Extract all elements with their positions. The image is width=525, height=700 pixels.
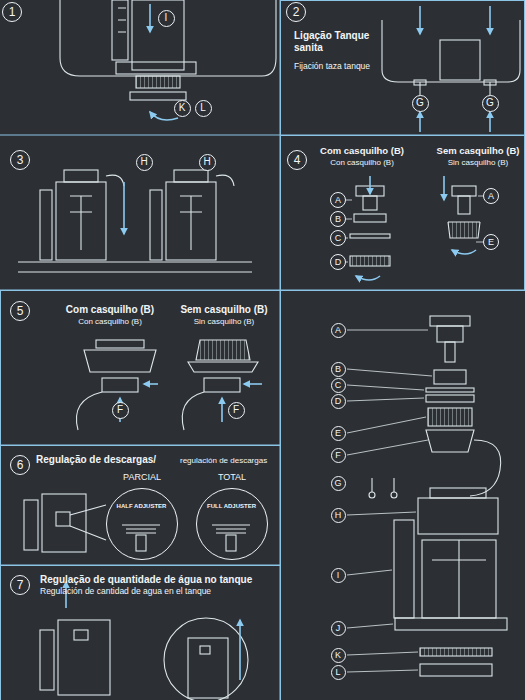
callout-text: A bbox=[335, 326, 341, 335]
panel-text: Sin casquilho (B) bbox=[433, 158, 523, 167]
panel-text: Con casquilho (B) bbox=[58, 317, 162, 326]
callout-text: C bbox=[335, 234, 342, 243]
callout-letter: J bbox=[331, 621, 346, 636]
magnifier-circle: FULL ADJUSTER bbox=[196, 488, 268, 560]
step-panel: Com casquilho (B)Con casquilho (B) Sem ca… bbox=[0, 290, 281, 446]
callout-letter: L bbox=[331, 665, 346, 680]
callout-letter: K bbox=[174, 100, 191, 117]
step-number: 6 bbox=[10, 455, 30, 475]
callout-letter: I bbox=[331, 568, 346, 583]
callout-text: D bbox=[335, 397, 342, 406]
callout-letter: A bbox=[483, 188, 499, 204]
panel-text: Sem casquilho (B) bbox=[172, 304, 276, 316]
callout-letter: A bbox=[330, 192, 346, 208]
callout-letter: B bbox=[330, 211, 346, 227]
panel-text: Sem casquilho (B) bbox=[433, 146, 523, 157]
panel-text: Regulación de cantidad de agua en el tan… bbox=[40, 587, 276, 597]
callout-text: J bbox=[336, 624, 341, 633]
callout-text: K bbox=[335, 651, 341, 660]
panel-text: TOTAL bbox=[202, 472, 262, 482]
callout-text: L bbox=[200, 103, 206, 113]
panel-text: Com casquilho (B) bbox=[58, 304, 162, 316]
callout-letter: L bbox=[195, 100, 212, 117]
panel-text: Fijación taza tanque bbox=[294, 62, 374, 72]
callout-letter: G bbox=[331, 476, 346, 491]
panel-text: Sin casquilho (B) bbox=[172, 317, 276, 326]
panel-text: regulación de descargas bbox=[180, 456, 267, 465]
callout-text: C bbox=[335, 381, 342, 390]
callout-text: 4 bbox=[294, 154, 301, 166]
callout-text: F bbox=[335, 451, 341, 460]
callout-letter: K bbox=[331, 648, 346, 663]
callout-text: B bbox=[335, 365, 341, 374]
callout-letter: B bbox=[331, 362, 346, 377]
callout-text: 3 bbox=[17, 154, 24, 166]
callout-letter: G bbox=[412, 95, 429, 112]
step-number: 1 bbox=[2, 2, 22, 22]
callout-letter: H bbox=[199, 154, 216, 171]
callout-letter: I bbox=[158, 10, 175, 27]
step-number: 4 bbox=[287, 150, 307, 170]
adjuster-label: HALF ADJUSTER bbox=[115, 503, 169, 510]
panel-text: Regulação de descargas/ bbox=[36, 454, 176, 466]
callout-text: K bbox=[179, 103, 186, 113]
callout-letter: E bbox=[331, 426, 346, 441]
step-panel: Ligação Tanque sanitaFijación taza tanqu… bbox=[280, 0, 525, 136]
callout-letter: E bbox=[483, 234, 499, 250]
panel-text: Ligação Tanque sanita bbox=[294, 30, 374, 53]
callout-letter: F bbox=[228, 402, 245, 419]
callout-text: A bbox=[488, 192, 494, 201]
step-number: 3 bbox=[10, 150, 30, 170]
callout-text: 6 bbox=[17, 459, 24, 471]
callout-text: H bbox=[203, 157, 210, 167]
callout-letter: D bbox=[331, 394, 346, 409]
callout-text: A bbox=[335, 196, 341, 205]
step-number: 2 bbox=[286, 2, 306, 22]
callout-text: F bbox=[233, 405, 239, 415]
panel-text: Regulação de quantidade de água no tanqu… bbox=[40, 574, 276, 586]
callout-text: 2 bbox=[293, 6, 300, 18]
callout-text: H bbox=[335, 511, 342, 520]
adjuster-label: FULL ADJUSTER bbox=[205, 503, 258, 510]
panel-text: Con casquilho (B) bbox=[314, 158, 410, 167]
callout-text: I bbox=[337, 571, 340, 580]
callout-letter: D bbox=[330, 254, 346, 270]
callout-text: 1 bbox=[9, 6, 16, 18]
panel-text: Com casquilho (B) bbox=[314, 146, 410, 157]
step-panel: Regulação de quantidade de água no tanqu… bbox=[0, 565, 281, 700]
callout-text: 5 bbox=[17, 305, 24, 317]
callout-letter: C bbox=[331, 378, 346, 393]
callout-letter: H bbox=[331, 508, 346, 523]
callout-text: L bbox=[335, 668, 340, 677]
callout-text: 7 bbox=[17, 579, 24, 591]
step-panel: Com casquilho (B)Con casquilho (B) Sem ca… bbox=[280, 135, 525, 291]
callout-letter: C bbox=[330, 230, 346, 246]
callout-text: H bbox=[140, 157, 147, 167]
callout-letter: G bbox=[482, 95, 499, 112]
callout-text: B bbox=[335, 215, 341, 224]
callout-letter: A bbox=[331, 323, 346, 338]
callout-letter: H bbox=[136, 154, 153, 171]
callout-letter: F bbox=[112, 402, 129, 419]
leader-lines bbox=[346, 196, 483, 672]
panel-text: PARCIAL bbox=[112, 472, 172, 482]
callout-text: E bbox=[488, 238, 494, 247]
callout-text: D bbox=[335, 258, 342, 267]
callout-text: G bbox=[416, 98, 424, 108]
step-number: 7 bbox=[10, 575, 30, 595]
step-number: 5 bbox=[10, 301, 30, 321]
callout-text: E bbox=[335, 429, 341, 438]
step-panel: Regulação de descargas/regulación de des… bbox=[0, 445, 281, 566]
callout-text: I bbox=[165, 13, 168, 23]
magnifier-circle: HALF ADJUSTER bbox=[106, 488, 178, 560]
callout-text: G bbox=[334, 479, 341, 488]
callout-letter: F bbox=[331, 448, 346, 463]
callout-text: G bbox=[486, 98, 494, 108]
drawing bbox=[18, 0, 520, 700]
callout-text: F bbox=[117, 405, 123, 415]
